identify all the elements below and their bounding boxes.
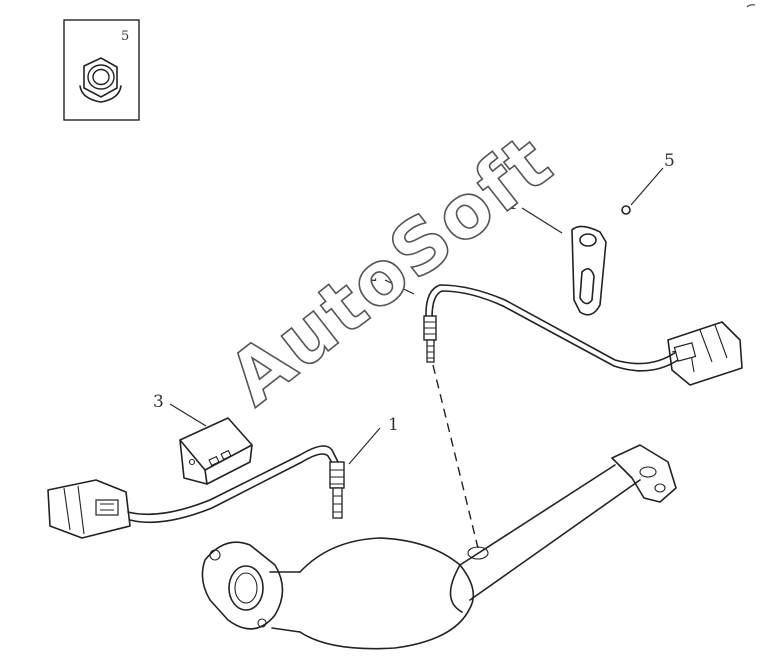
callout-3: 3	[153, 392, 164, 412]
inset-callout-5: 5	[121, 29, 129, 44]
callout-2: 2	[367, 266, 378, 286]
front-sensor-connector	[47, 479, 131, 539]
callout-1: 1	[388, 415, 399, 435]
autosoft-watermark: AutoSoft	[213, 118, 568, 422]
flange-nut-icon	[79, 57, 122, 103]
harness-clip	[571, 205, 631, 316]
inset-nut-detail: 5	[63, 19, 140, 121]
callout-leaders	[169, 167, 664, 465]
callout-5: 5	[664, 151, 675, 171]
front-oxygen-sensor	[127, 445, 345, 524]
catalytic-converter	[201, 444, 677, 650]
corner-mark	[746, 4, 756, 8]
sensor-mount-guide-line	[432, 364, 479, 549]
rear-oxygen-sensor	[423, 284, 679, 372]
callout-4: 4	[506, 194, 517, 214]
sensor-bracket	[179, 417, 253, 485]
rear-sensor-connector	[667, 321, 743, 386]
